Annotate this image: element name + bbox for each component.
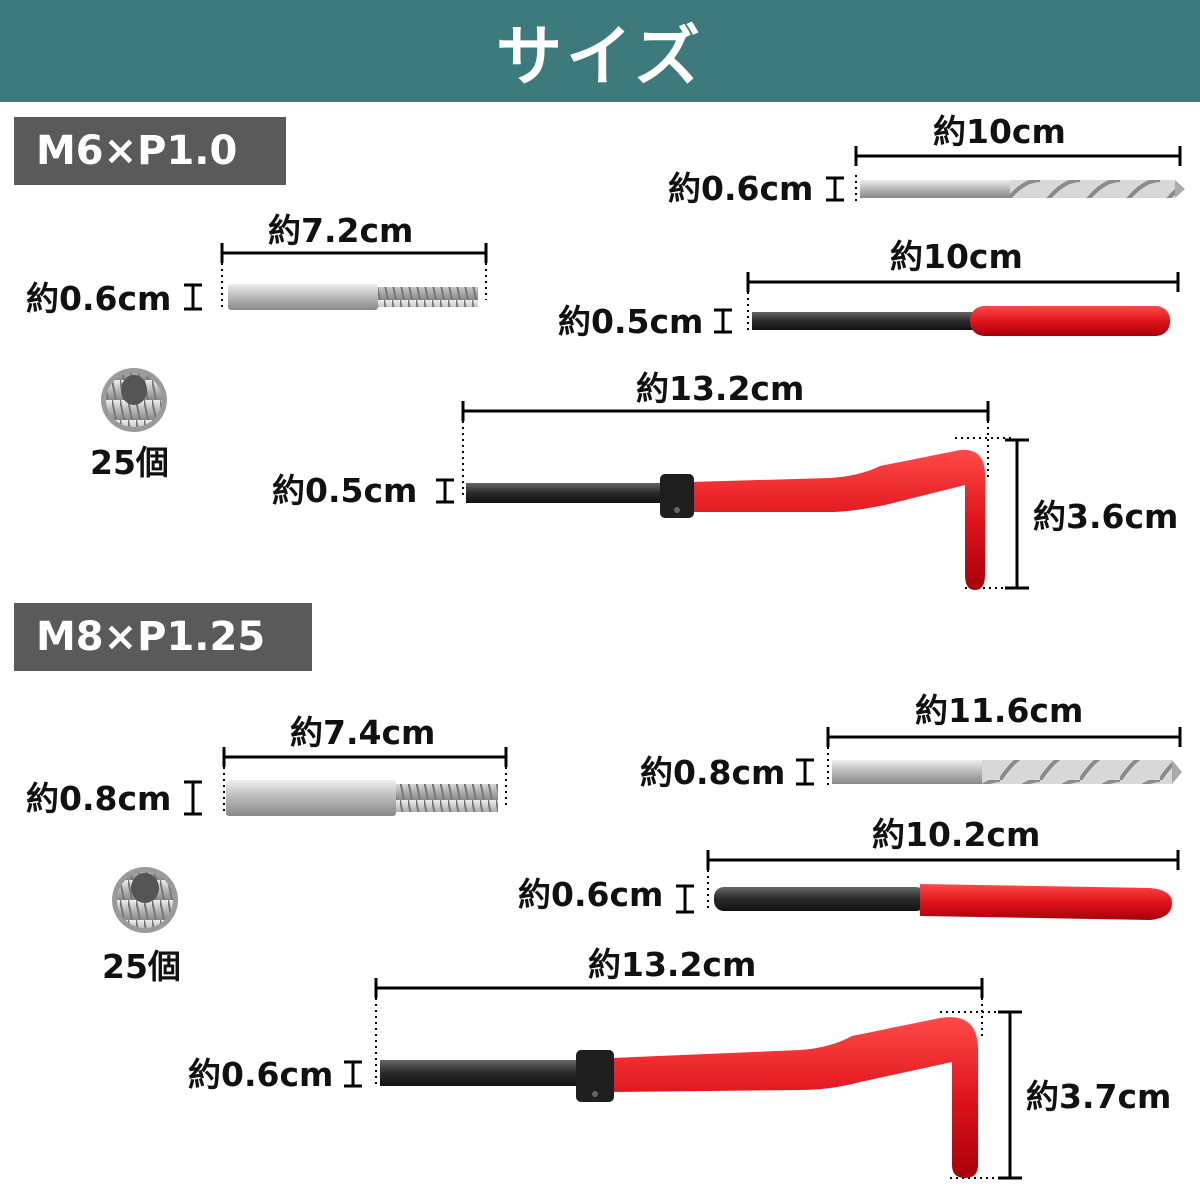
install-tool-m8 [344, 978, 1022, 1180]
tap-diameter-m8: 約0.8cm [26, 779, 172, 818]
gauge-diameter-m6: 約0.5cm [558, 302, 704, 341]
install-tool-m6 [436, 401, 1029, 590]
tap-length-m6: 約7.2cm [268, 211, 414, 250]
coil-insert-m6 [101, 368, 167, 432]
drill-bit-m6 [826, 146, 1185, 205]
tap-diameter-m6: 約0.6cm [26, 279, 172, 318]
section-heading-m6: M6×P1.0 [14, 117, 286, 185]
tool-length-m8: 約13.2cm [588, 945, 757, 984]
tap-length-m8: 約7.4cm [290, 713, 436, 752]
gauge-length-m8: 約10.2cm [872, 815, 1041, 854]
tool-height-m8: 約3.7cm [1026, 1077, 1172, 1116]
tap-m8 [184, 747, 508, 816]
insert-count-m8: 25個 [102, 947, 181, 986]
tool-diameter-m8: 約0.6cm [188, 1055, 334, 1094]
drill-bit-m8 [796, 727, 1182, 786]
drill-length-m8: 約11.6cm [915, 691, 1084, 730]
gauge-m8 [676, 850, 1180, 920]
drill-diameter-m6: 約0.6cm [668, 169, 814, 208]
drill-length-m6: 約10cm [933, 112, 1066, 151]
gauge-diameter-m8: 約0.6cm [518, 875, 664, 914]
drill-diameter-m8: 約0.8cm [640, 753, 786, 792]
page-title: サイズ [495, 18, 705, 95]
section-heading-m8: M8×P1.25 [14, 603, 312, 671]
gauge-m6 [714, 272, 1180, 336]
gauge-length-m6: 約10cm [890, 237, 1023, 276]
tool-diameter-m6: 約0.5cm [272, 471, 418, 510]
insert-count-m6: 25個 [90, 443, 169, 482]
page-header: サイズ [0, 0, 1200, 102]
coil-insert-m8 [112, 867, 178, 933]
tool-height-m6: 約3.6cm [1033, 497, 1179, 536]
tool-length-m6: 約13.2cm [636, 369, 805, 408]
tap-m6 [184, 243, 488, 311]
